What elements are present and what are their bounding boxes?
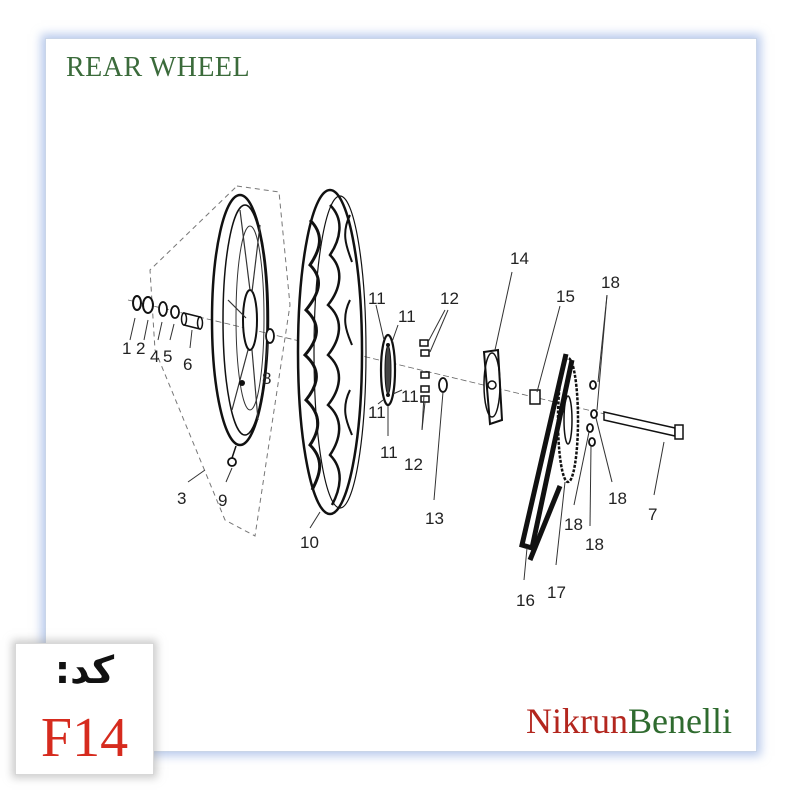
- diagram-title: REAR WHEEL: [66, 52, 251, 83]
- part-1-nut: [132, 295, 142, 311]
- brand-watermark: NikrunBenelli: [526, 700, 732, 742]
- part-12-bolts: [419, 339, 430, 403]
- part-2-washer: [142, 296, 154, 314]
- part-9-valve: [227, 445, 237, 467]
- part-label-12b: 12: [404, 455, 423, 474]
- part-label-11b: 11: [398, 307, 416, 326]
- part-label-18c: 18: [564, 515, 583, 534]
- part-8-bearing: [265, 328, 275, 344]
- part-label-10: 10: [300, 533, 319, 552]
- part-label-14: 14: [510, 249, 529, 268]
- part-label-17: 17: [547, 583, 566, 602]
- part-label-11d: 11: [401, 387, 419, 406]
- part-label-16: 16: [516, 591, 535, 610]
- part-18-nuts: [586, 380, 598, 447]
- part-6-spacer: [180, 312, 204, 330]
- part-11-hub: [379, 333, 397, 407]
- part-15-spacer: [529, 389, 541, 405]
- part-label-11e: 11: [380, 443, 398, 462]
- brand-name-part2: Benelli: [628, 701, 732, 741]
- part-label-18d: 18: [585, 535, 604, 554]
- part-label-18b: 18: [608, 489, 627, 508]
- part-label-4: 4: [150, 347, 159, 366]
- brand-name-part1: Nikrun: [526, 701, 629, 741]
- part-label-12a: 12: [440, 289, 459, 308]
- code-box: کد: F14: [15, 643, 154, 775]
- part-label-15: 15: [556, 287, 575, 306]
- part-label-11c: 11: [368, 403, 386, 422]
- part-label-7: 7: [648, 505, 657, 524]
- diagram-frame: [45, 38, 757, 752]
- rim-group-outline: [149, 185, 291, 537]
- part-label-8: 8: [262, 369, 271, 388]
- part-4-seal: [158, 301, 168, 317]
- code-label: کد:: [54, 648, 115, 692]
- part-label-9: 9: [218, 491, 227, 510]
- part-10-tyre: [296, 188, 367, 516]
- part-label-18a: 18: [601, 273, 620, 292]
- part-label-1: 1: [122, 339, 131, 358]
- part-3-rim: [210, 193, 270, 447]
- leader-lines: [129, 271, 665, 581]
- part-label-3: 3: [177, 489, 186, 508]
- part-5-bearing: [170, 305, 180, 319]
- code-value: F14: [40, 707, 129, 769]
- part-16-chain: [519, 353, 575, 561]
- part-7-axle: [603, 411, 684, 440]
- part-label-6: 6: [183, 355, 192, 374]
- axle-line: [127, 299, 681, 433]
- part-label-13: 13: [425, 509, 444, 528]
- part-label-11a: 11: [368, 289, 386, 308]
- part-label-2: 2: [136, 339, 145, 358]
- part-14-sprocket-carrier: [482, 348, 504, 426]
- part-13-bearing: [438, 377, 448, 393]
- part-label-5: 5: [163, 347, 172, 366]
